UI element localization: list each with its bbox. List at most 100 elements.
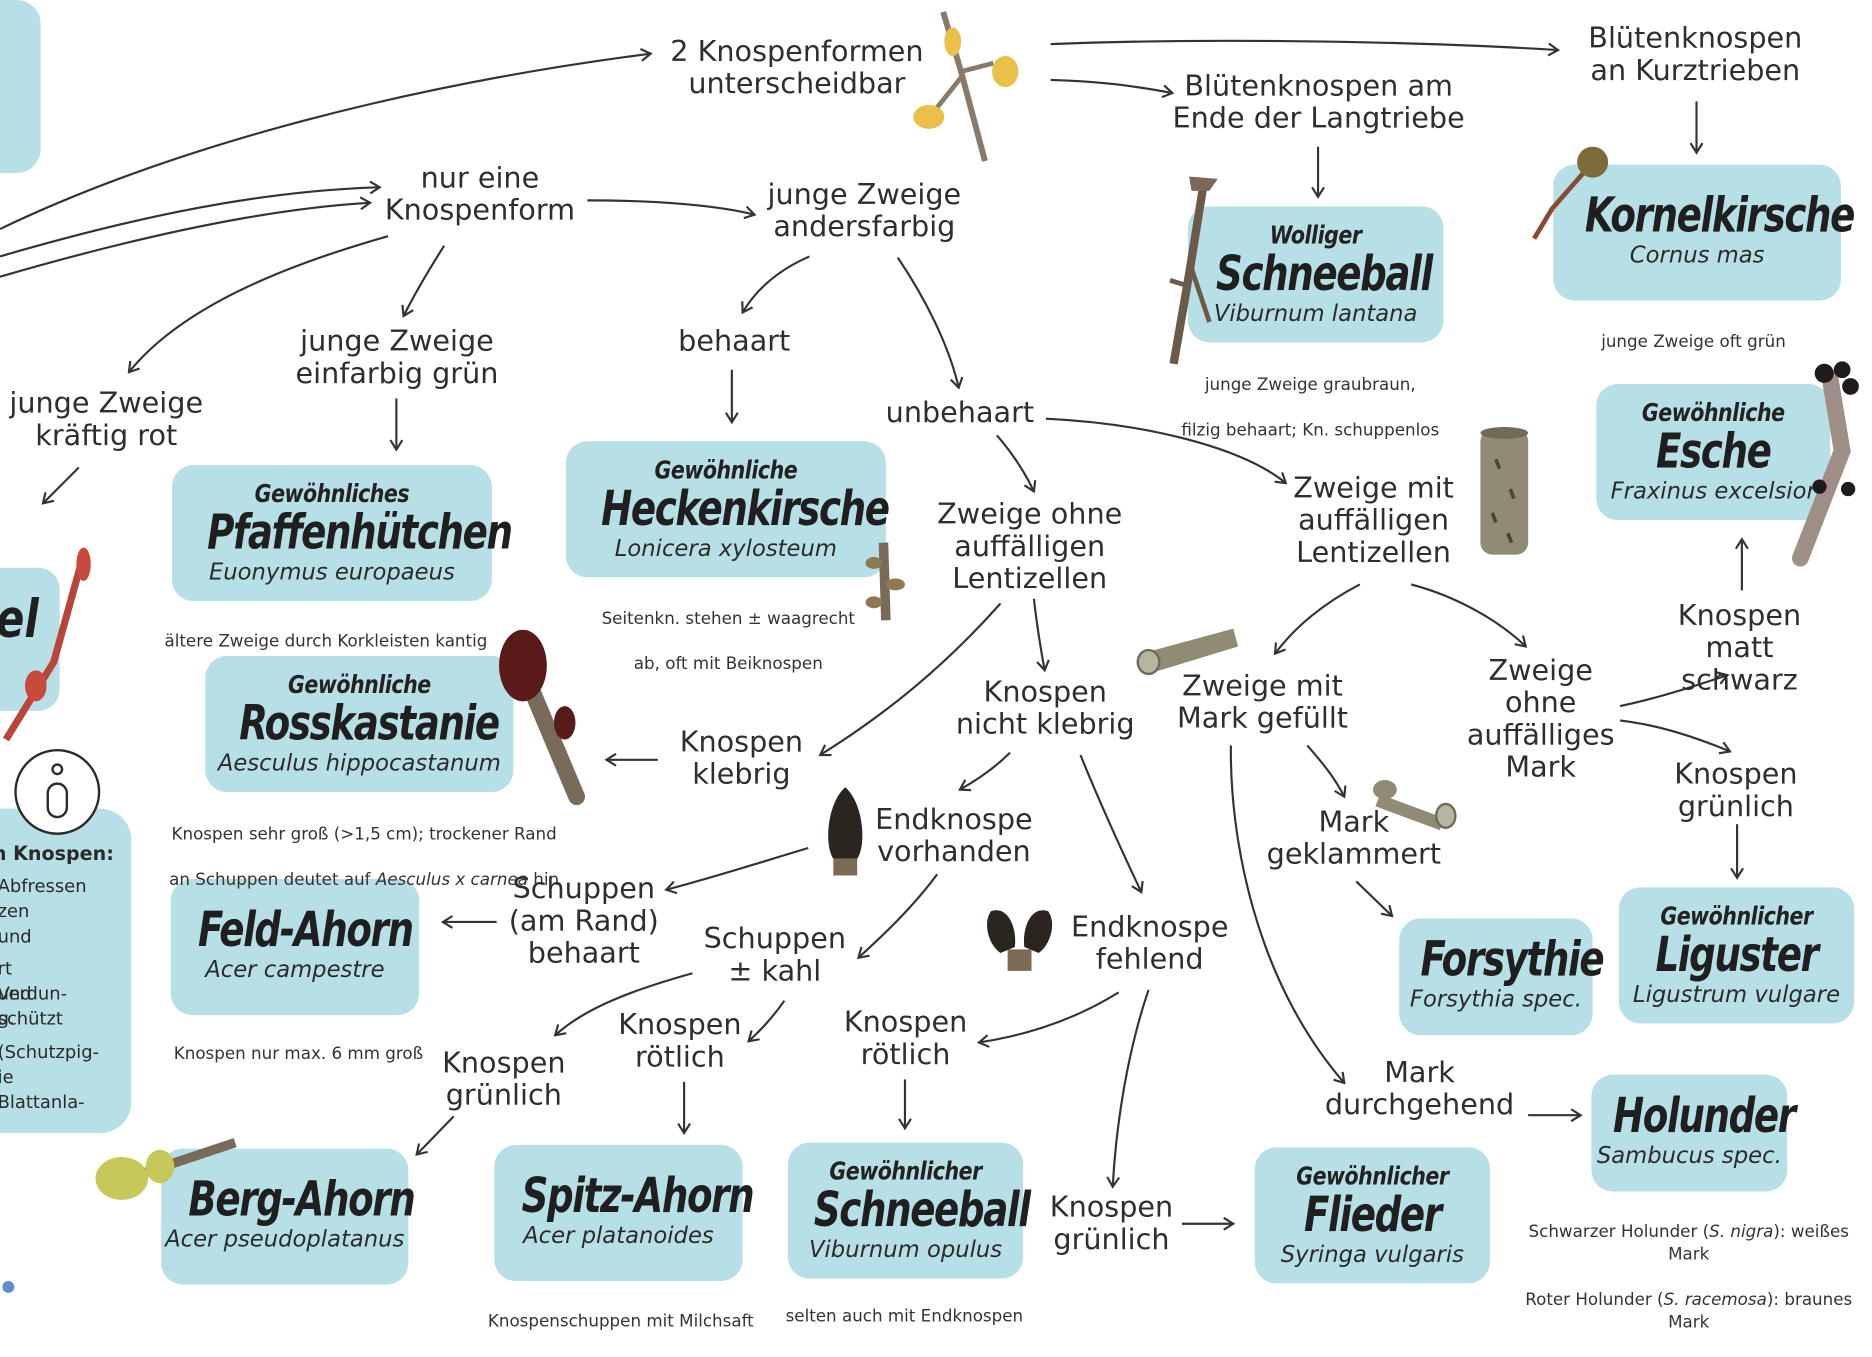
arrow-red-down: [41, 466, 80, 505]
arrow-glabrous-to-reddish: [747, 1000, 786, 1043]
note-line: filzig behaart; Kn. schuppenlos: [1181, 421, 1440, 441]
note-italic: S. racemosa: [1663, 1290, 1767, 1310]
node-twigs-with-lenticels: Zweige mit auffälligen Lentizellen: [1293, 471, 1454, 569]
left-info-line: und schützt: [0, 982, 63, 1030]
note-line: junge Zweige graubraun,: [1204, 375, 1416, 395]
arrow-root-to-one-form-a: [0, 180, 382, 258]
species-box-flieder: Gewöhnlicher Flieder Syringa vulgaris: [1254, 1147, 1490, 1284]
note-line: selten auch mit Endknospen: [785, 1307, 1024, 1327]
left-info-line: ie Blattanla-: [0, 1066, 85, 1113]
arrow-lent-to-pith: [1273, 583, 1361, 656]
node-flower-buds-long-shoots: Blütenknospen am Ende der Langtriebe: [1172, 69, 1465, 135]
arrow-glabrous-to-greenish: [553, 972, 693, 1037]
bud-terminal-present-icon: [828, 787, 863, 876]
note-wolliger-schneeball: junge Zweige graubraun, filzig behaart; …: [1164, 352, 1457, 465]
note-line: Schwarzer Holunder (S. nigra): weißes Ma…: [1507, 1221, 1871, 1266]
note-rosskastanie: Knospen sehr groß (>1,5 cm); trockener R…: [167, 802, 561, 915]
species-name: Schneeball: [1216, 246, 1433, 302]
note-line: an Schuppen deutet auf Aesculus x carnea…: [167, 870, 561, 893]
species-latin: Viburnum lantana: [1213, 300, 1418, 327]
arrow-greenish-to-berg: [415, 1115, 455, 1157]
note-kornelkirsche: junge Zweige oft grün: [1571, 309, 1816, 377]
note-text: Roter Holunder (: [1525, 1290, 1664, 1310]
twig-red-illustration: [2, 547, 91, 742]
twig-heckenkirsche-illustration: [865, 542, 905, 621]
species-prefix: Gewöhnlicher: [829, 1156, 982, 1186]
note-line: Knospenschuppen mit Milchsaft: [487, 1312, 754, 1332]
node-two-bud-forms: 2 Knospenformen unterscheidbar: [670, 34, 924, 101]
species-prefix: Gewöhnliche: [654, 455, 798, 485]
species-name: Holunder: [1612, 1088, 1796, 1144]
left-cut-species-fragment: el: [0, 589, 39, 651]
note-holunder: Schwarzer Holunder (S. nigra): weißes Ma…: [1507, 1199, 1871, 1357]
arrow-two-forms-to-long: [1050, 78, 1175, 99]
note-text: hin: [527, 870, 560, 890]
species-name: Pfaffenhütchen: [207, 505, 513, 561]
left-info-panel: [0, 808, 132, 1134]
twig-esche-illustration: [1792, 361, 1859, 567]
species-name: Forsythie: [1420, 932, 1605, 988]
node-twigs-without-lenticels: Zweige ohne auffälligen Lentizellen: [937, 497, 1123, 596]
species-latin: Viburnum opulus: [808, 1236, 1003, 1264]
species-latin: Ligustrum vulgare: [1632, 981, 1841, 1008]
left-info-line: (Schutzpig-: [0, 1041, 100, 1063]
species-prefix: Gewöhnlicher: [1660, 901, 1813, 931]
left-info-line: Abfressen: [0, 875, 87, 897]
arrow-diffcolor-to-hairy: [741, 255, 810, 315]
arrow-hairless-to-lent: [1045, 417, 1288, 485]
node-buds-greenish-right: Knospen grünlich: [1674, 757, 1798, 823]
info-icon: [14, 749, 101, 835]
species-name: Berg-Ahorn: [188, 1172, 415, 1228]
species-box-forsythie: Forsythie Forsythia spec.: [1399, 918, 1605, 1036]
species-box-feld-ahorn: Feld-Ahorn Acer campestre: [170, 879, 420, 1016]
species-name: Feld-Ahorn: [198, 902, 414, 958]
arrow-terminal-to-glabrous: [856, 873, 939, 960]
species-box-spitz-ahorn: Spitz-Ahorn Acer platanoides: [494, 1145, 755, 1281]
node-hairy: behaart: [678, 324, 791, 358]
node-buds-not-sticky: Knospen nicht klebrig: [955, 675, 1135, 741]
species-name: Rosskastanie: [239, 696, 500, 752]
species-latin: Forsythia spec.: [1409, 986, 1582, 1013]
node-young-twigs-red: junge Zweige kräftig rot: [9, 386, 204, 453]
left-info-line: zen und: [0, 900, 32, 948]
arrow-nolent-to-notsticky: [1032, 598, 1050, 673]
node-pith-chambered: Mark geklammert: [1266, 805, 1442, 871]
arrow-nopith-to-green: [1619, 719, 1732, 755]
species-latin: Acer pseudoplatanus: [165, 1226, 405, 1253]
node-terminal-bud-missing: Endknospe fehlend: [1070, 910, 1229, 976]
species-latin: Syringa vulgaris: [1280, 1241, 1464, 1268]
species-name: Esche: [1655, 424, 1772, 480]
note-text: ): weißes Mark: [1668, 1222, 1849, 1265]
node-scales-hairy: Schuppen (am Rand) behaart: [508, 871, 659, 970]
node-flower-buds-short-shoots: Blütenknospen an Kurztrieben: [1588, 21, 1803, 88]
arrow-one-form-to-diffcolor: [587, 199, 757, 220]
twig-pith-filled-illustration: [1136, 628, 1239, 676]
species-name: Schneeball: [813, 1183, 1031, 1239]
arrow-root-to-two-forms: [0, 47, 653, 230]
twig-kornelkirsche-illustration: [1532, 146, 1609, 240]
bud-terminal-missing-icon: [987, 910, 1053, 971]
left-info-line: rt Verdun-: [0, 957, 68, 1005]
node-twigs-pith-filled: Zweige mit Mark gefüllt: [1177, 669, 1349, 735]
note-line: ältere Zweige durch Korkleisten kantig: [164, 632, 488, 652]
species-name: Flieder: [1303, 1187, 1442, 1243]
species-name: Spitz-Ahorn: [521, 1168, 755, 1224]
note-line: Knospen sehr groß (>1,5 cm); trockener R…: [171, 825, 557, 845]
note-pfaffenhuetchen: ältere Zweige durch Korkleisten kantig: [153, 608, 499, 676]
node-buds-sticky: Knospen klebrig: [679, 725, 804, 791]
species-latin: Lonicera xylosteum: [614, 535, 837, 562]
species-box-esche: Gewöhnliche Esche Fraxinus excelsior: [1596, 384, 1831, 521]
node-terminal-bud-present: Endknospe vorhanden: [875, 802, 1033, 869]
node-buds-reddish-mid: Knospen rötlich: [618, 1007, 742, 1074]
arrow-layer: [0, 39, 1749, 1231]
note-text: Schwarzer Holunder (: [1528, 1222, 1710, 1242]
arrow-one-form-to-red: [127, 235, 389, 374]
species-box-gewoehnlicher-schneeball: Gewöhnlicher Schneeball Viburnum opulus: [787, 1142, 1031, 1279]
left-info-line: g.: [0, 1007, 15, 1030]
species-box-heckenkirsche: Gewöhnliche Heckenkirsche Lonicera xylos…: [565, 441, 890, 578]
species-box-berg-ahorn: Berg-Ahorn Acer pseudoplatanus: [161, 1148, 416, 1285]
arrow-nolent-to-sticky: [818, 602, 1002, 757]
species-box-kornelkirsche: Kornelkirsche Cornus mas: [1553, 164, 1855, 301]
species-prefix: Wolliger: [1269, 220, 1362, 250]
node-hairless: unbehaart: [885, 395, 1035, 430]
